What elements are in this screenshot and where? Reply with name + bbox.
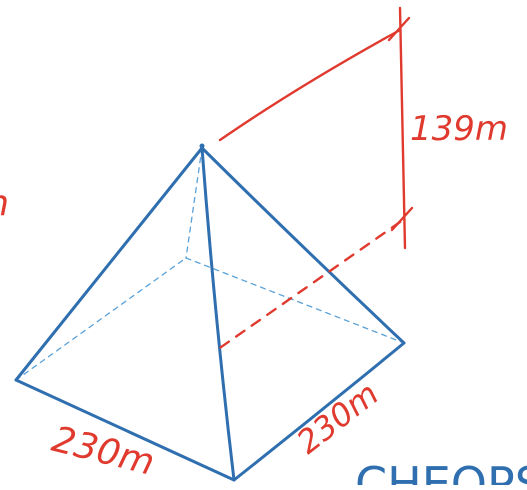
pyramid-edge-front bbox=[200, 146, 236, 482]
height-tick-top bbox=[387, 16, 411, 42]
height-dimension-line bbox=[398, 6, 407, 250]
pyramid-base-edge-front-left bbox=[14, 378, 236, 482]
height-extension-top bbox=[218, 28, 402, 142]
hidden-lateral-edge bbox=[185, 147, 203, 259]
caption-partial: CHEOPS bbox=[355, 457, 527, 485]
edge-label-partial: m bbox=[0, 183, 9, 224]
hidden-base-edge-left bbox=[15, 257, 187, 381]
pyramid-edge-left bbox=[14, 146, 204, 382]
hidden-base-edge-right bbox=[185, 257, 405, 344]
pyramid-base-edge-front-right bbox=[232, 341, 406, 482]
apex-point bbox=[199, 143, 205, 149]
base-left-label: 230m bbox=[48, 419, 159, 484]
height-extension-bottom bbox=[212, 220, 402, 354]
height-label: 139m bbox=[410, 109, 508, 149]
pyramid-edge-right bbox=[200, 146, 406, 345]
base-right-label: 230m bbox=[290, 375, 386, 462]
